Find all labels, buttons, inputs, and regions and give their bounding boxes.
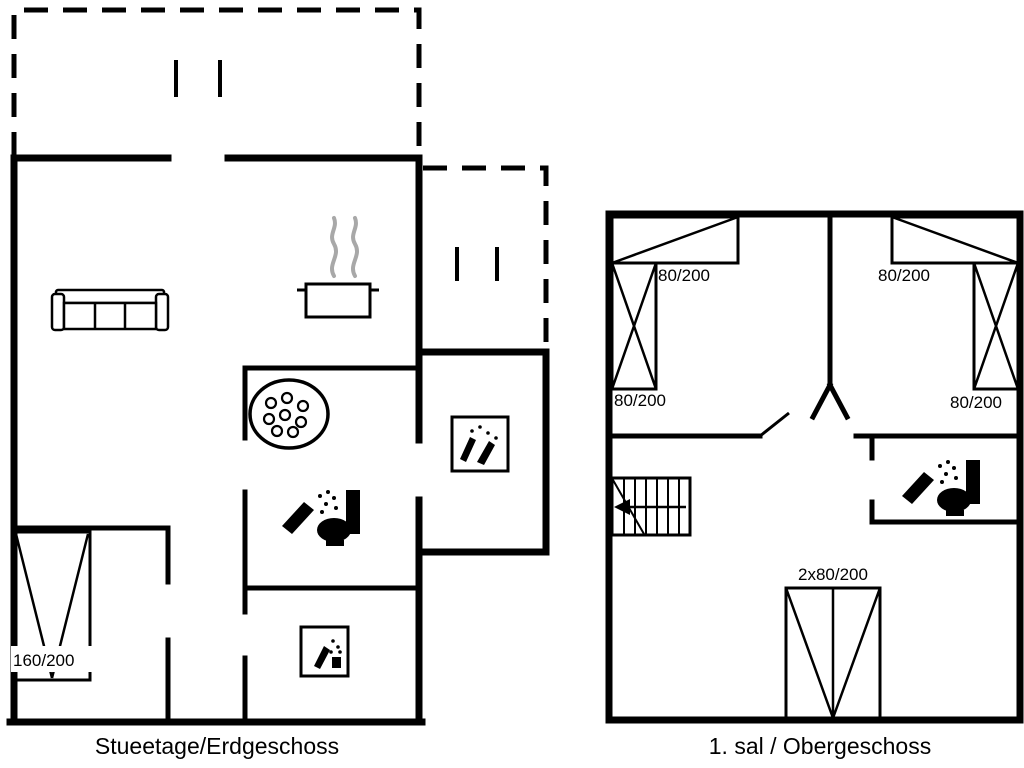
glass-glyph [332,657,341,668]
bottles-icon [450,415,510,473]
bed-duvet-lines [891,215,1019,265]
sofa-cushion-lines [93,303,127,329]
ground-floor: 160/200 [6,7,550,759]
bed-duvet-lines [972,262,1020,390]
bathroom-icon [282,490,360,546]
double-bed-160: 160/200 [11,530,95,682]
bed-size-label: 80/200 [950,393,1002,412]
bottle-glyph-1 [460,437,476,462]
bed-duvet-lines [784,587,882,719]
bottle-glyph [314,646,330,669]
dining-table-icon [248,378,330,450]
ground-floor-exterior-walls [6,154,550,726]
door-swing-line [759,411,790,438]
stairs-arrow-head [614,499,630,515]
bed-label-bg [11,646,95,672]
terrace-posts [174,60,499,281]
single-bed-top-right: 80/200 [878,215,1020,285]
pot-body [304,282,372,319]
double-bed-2x80: 2x80/200 [784,565,882,720]
washing-machine-icon [299,625,350,678]
upper-floor-exterior-walls [605,210,1024,724]
bed-size-label: 2x80/200 [798,565,868,584]
bottle-glyph-2 [477,441,495,465]
bed-duvet-lines [611,215,739,265]
sofa-icon [50,288,170,332]
bed-size-label: 80/200 [658,266,710,285]
ground-floor-caption: Stueetage/Erdgeschoss [95,733,339,759]
sofa-arm-left [50,292,66,332]
sofa-seat [62,301,158,331]
bathroom-icon [902,460,980,516]
spray-dots [470,425,498,440]
sofa-arm-right [154,292,170,332]
table-dots [262,391,310,439]
bed-duvet-lines [610,262,658,390]
stairs-icon [610,476,692,537]
single-bed-right: 80/200 [950,261,1020,412]
single-bed-top-left: 80/200 [610,215,740,285]
bed-size-label: 80/200 [614,391,666,410]
terrace-dashed-outline [11,7,549,350]
bed-size-label: 80/200 [878,266,930,285]
upper-floor-caption: 1. sal / Obergeschoss [709,733,931,759]
upper-floor-interior-walls [606,211,1023,525]
steam-icon [330,216,359,278]
upper-floor: 80/200 80/200 80/200 80/200 2x80/200 [605,210,1024,759]
single-bed-left: 80/200 [610,261,666,410]
spray-dots [329,639,342,654]
bed-size-label: 160/200 [13,651,74,670]
cooking-pot-icon [297,216,379,319]
ground-floor-interior-walls [11,365,422,725]
sofa-back [54,288,166,305]
